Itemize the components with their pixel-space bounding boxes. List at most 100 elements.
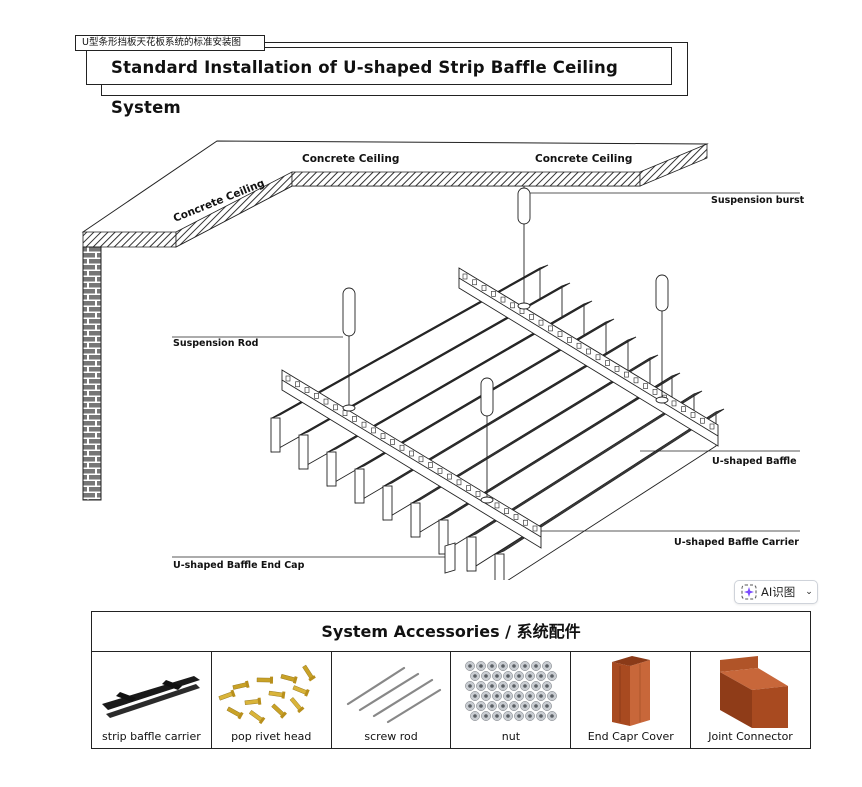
carrier-slot xyxy=(466,485,471,491)
carrier-slot xyxy=(295,381,300,388)
accessory-end-cap-cover: End Capr Cover xyxy=(571,652,692,749)
carrier-slot xyxy=(557,331,563,337)
screw-rod-image xyxy=(346,666,442,724)
rivet xyxy=(244,697,262,705)
accessory-label: screw rod xyxy=(364,730,418,743)
accessory-label: nut xyxy=(501,730,521,743)
rivet xyxy=(302,664,317,682)
carrier-slot xyxy=(456,479,462,486)
label-concrete-right: Concrete Ceiling xyxy=(535,153,632,165)
ai-recognize-button[interactable]: AI识图 ⌄ xyxy=(734,580,818,604)
accessory-label: End Capr Cover xyxy=(587,730,674,743)
rivet xyxy=(289,697,305,714)
nut xyxy=(525,711,535,721)
rivet xyxy=(280,674,298,684)
carrier-slot xyxy=(428,462,433,468)
nut xyxy=(547,711,557,721)
rivet xyxy=(232,680,250,690)
end-cap-image xyxy=(611,656,650,726)
joint-connector-image xyxy=(719,656,788,728)
nut xyxy=(492,711,502,721)
nut xyxy=(531,681,541,691)
carrier-slot xyxy=(472,279,477,286)
rivet xyxy=(268,690,286,699)
carrier-slot xyxy=(494,502,500,509)
rivet xyxy=(226,706,244,720)
nut xyxy=(470,691,480,701)
nut xyxy=(536,691,546,701)
carrier-slot xyxy=(576,342,582,349)
carrier-slot xyxy=(529,314,534,320)
nut-image xyxy=(465,661,557,721)
nut xyxy=(531,661,541,671)
carrier-slot xyxy=(361,421,367,428)
nut xyxy=(498,661,508,671)
title-tag-chinese: U型条形挡板天花板系统的标准安装图 xyxy=(75,35,265,51)
carrier-slot xyxy=(513,514,519,520)
sparkle-icon xyxy=(741,584,757,600)
nut xyxy=(481,711,491,721)
nut xyxy=(476,681,486,691)
carrier-slot xyxy=(690,412,696,418)
nut xyxy=(520,681,530,691)
nut xyxy=(509,661,519,671)
nut xyxy=(470,711,480,721)
carrier-slot xyxy=(491,291,496,297)
nut xyxy=(476,701,486,711)
nut xyxy=(542,681,552,691)
nut xyxy=(525,671,535,681)
nut xyxy=(514,711,524,721)
nut xyxy=(465,661,475,671)
nut xyxy=(514,671,524,681)
rivet xyxy=(292,685,310,697)
carrier-slot xyxy=(586,348,591,355)
carrier-slot xyxy=(709,423,715,430)
ai-button-label: AI识图 xyxy=(761,585,796,599)
rivet-image xyxy=(218,664,317,725)
carrier-slot xyxy=(633,377,639,384)
carrier-slot xyxy=(462,273,468,280)
carrier-slot xyxy=(700,417,705,424)
accessory-strip-baffle-carrier: strip baffle carrier xyxy=(92,652,212,749)
carrier-slot xyxy=(380,433,386,439)
nut xyxy=(470,671,480,681)
nut xyxy=(542,701,552,711)
label-u-shaped-baffle: U-shaped Baffle xyxy=(712,456,797,467)
baffle-end-cap xyxy=(444,542,456,574)
carrier-slot xyxy=(475,491,481,497)
carrier-slot xyxy=(390,439,395,445)
accessory-joint-connector: Joint Connector xyxy=(691,652,810,749)
carrier-slot xyxy=(614,366,620,372)
rivet xyxy=(249,709,266,725)
nut xyxy=(547,691,557,701)
nut xyxy=(465,701,475,711)
nut xyxy=(503,671,513,681)
label-suspension-burst: Suspension burst xyxy=(711,195,805,206)
carrier-slot xyxy=(548,325,553,332)
nut xyxy=(520,701,530,711)
carrier-slot xyxy=(532,525,538,532)
carrier-slot xyxy=(671,400,677,407)
nut xyxy=(514,691,524,701)
nut xyxy=(481,671,491,681)
rivet xyxy=(218,689,236,701)
accessories-row: strip baffle carrier pop rivet head scre… xyxy=(92,652,810,749)
nut xyxy=(542,661,552,671)
leader-lines xyxy=(172,192,800,558)
carrier-slot xyxy=(510,302,515,309)
accessory-label: Joint Connector xyxy=(708,730,793,743)
carrier-slot xyxy=(447,473,452,480)
accessory-nut: nut xyxy=(451,652,572,749)
nut xyxy=(525,691,535,701)
nut xyxy=(509,681,519,691)
carrier-slot xyxy=(538,319,544,326)
carrier-slot xyxy=(418,456,424,463)
nut xyxy=(492,671,502,681)
carrier-slot xyxy=(314,393,319,399)
nut xyxy=(536,671,546,681)
carrier-slot xyxy=(500,296,506,303)
carrier-slot xyxy=(624,371,629,378)
accessory-label: pop rivet head xyxy=(231,730,312,743)
baffle-carriers xyxy=(281,267,719,549)
nut xyxy=(531,701,541,711)
